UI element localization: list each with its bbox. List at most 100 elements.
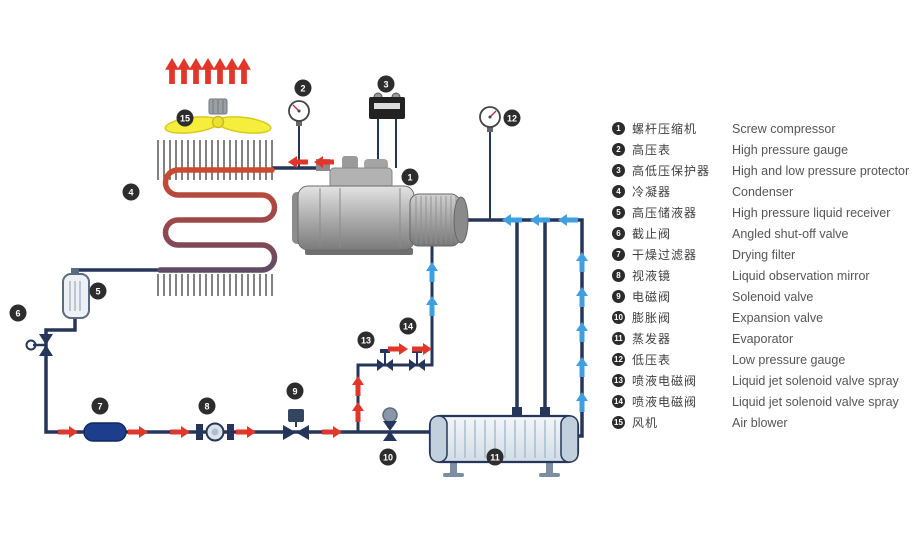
fan-blade-right xyxy=(216,116,272,134)
legend-badge: 13 xyxy=(612,374,625,387)
legend-label-zh: 高低压保护器 xyxy=(632,164,711,178)
low-pressure-gauge xyxy=(479,106,501,132)
legend-item: 3 高低压保护器 High and low pressure protector xyxy=(612,160,920,181)
svg-text:5: 5 xyxy=(95,287,100,297)
sight-glass xyxy=(196,422,234,442)
svg-text:14: 14 xyxy=(403,322,413,332)
legend-item: 8 视液镜 Liquid observation mirror xyxy=(612,265,920,286)
flow-arrow-icon xyxy=(352,376,364,396)
legend-label-en: Condenser xyxy=(732,184,794,199)
legend-label-zh: 膨胀阀 xyxy=(632,311,672,325)
shutoff-valve xyxy=(25,334,53,356)
legend-badge: 14 xyxy=(612,395,625,408)
legend-label-en: Solenoid valve xyxy=(732,289,814,304)
flow-arrow-icon xyxy=(225,58,239,84)
legend-label-en: Liquid jet solenoid valve spray xyxy=(732,394,899,409)
injection-valve-14 xyxy=(409,349,425,371)
suction-pipe xyxy=(455,218,584,438)
legend-label-en: Evaporator xyxy=(732,331,794,346)
legend-badge: 7 xyxy=(612,248,625,261)
diagram-badge-10: 10 xyxy=(379,448,397,466)
legend-label-en: High pressure gauge xyxy=(732,142,849,157)
legend-item: 12 低压表 Low pressure gauge xyxy=(612,349,920,370)
flow-arrow-icon xyxy=(58,426,78,438)
legend-badge: 15 xyxy=(612,416,625,429)
legend-badge: 3 xyxy=(612,164,625,177)
refrigeration-diagram: 1 2 3 4 5 6 7 8 9 10 11 12 13 14 15 xyxy=(9,58,588,477)
legend-label-zh: 冷凝器 xyxy=(632,185,672,199)
svg-text:1: 1 xyxy=(407,173,412,183)
flow-arrow-icon xyxy=(412,343,432,355)
flow-arrow-icon xyxy=(576,287,588,307)
drying-filter xyxy=(83,422,127,442)
legend-item: 1 螺杆压缩机 Screw compressor xyxy=(612,118,920,139)
legend-badge: 2 xyxy=(612,143,625,156)
condenser xyxy=(157,140,278,296)
legend-item: 11 蒸发器 Evaporator xyxy=(612,328,920,349)
svg-text:6: 6 xyxy=(15,309,20,319)
diagram-badge-4: 4 xyxy=(122,183,140,201)
flow-arrow-icon xyxy=(352,402,364,422)
flow-arrow-icon xyxy=(576,322,588,342)
legend-label-en: Angled shut-off valve xyxy=(732,226,849,241)
legend: 1 螺杆压缩机 Screw compressor 2 高压表 High pres… xyxy=(612,118,920,433)
diagram-badge-13: 13 xyxy=(357,331,375,349)
legend-label-en: Drying filter xyxy=(732,247,796,262)
legend-item: 13 喷液电磁阀 Liquid jet solenoid valve spray xyxy=(612,370,920,391)
pressure-protector xyxy=(369,92,405,119)
diagram-badge-12: 12 xyxy=(503,109,521,127)
legend-item: 2 高压表 High pressure gauge xyxy=(612,139,920,160)
legend-badge: 11 xyxy=(612,332,625,345)
legend-badge: 10 xyxy=(612,311,625,324)
svg-text:9: 9 xyxy=(292,387,297,397)
flow-arrow-icon xyxy=(576,252,588,272)
flow-arrow-icon xyxy=(170,426,190,438)
flow-arrow-icon xyxy=(237,58,251,84)
legend-item: 14 喷液电磁阀 Liquid jet solenoid valve spray xyxy=(612,391,920,412)
diagram-badge-11: 11 xyxy=(486,448,504,466)
screw-compressor xyxy=(292,156,469,255)
condenser-fins-top xyxy=(157,140,273,180)
svg-text:8: 8 xyxy=(204,402,209,412)
legend-label-en: High and low pressure protector xyxy=(732,163,910,178)
flow-arrow-icon xyxy=(530,214,550,226)
diagram-badge-1: 1 xyxy=(401,168,419,186)
svg-text:11: 11 xyxy=(490,453,500,463)
diagram-badge-14: 14 xyxy=(399,317,417,335)
hot-air-arrows xyxy=(165,58,251,84)
legend-badge: 8 xyxy=(612,269,625,282)
flow-arrow-icon xyxy=(213,58,227,84)
gauge-lines xyxy=(298,118,491,220)
svg-text:2: 2 xyxy=(300,84,305,94)
legend-item: 7 干燥过滤器 Drying filter xyxy=(612,244,920,265)
svg-text:4: 4 xyxy=(128,188,133,198)
condenser-fins-bottom xyxy=(157,274,273,296)
flow-arrow-icon xyxy=(426,296,438,316)
diagram-badge-9: 9 xyxy=(286,382,304,400)
legend-item: 6 截止阀 Angled shut-off valve xyxy=(612,223,920,244)
legend-label-en: High pressure liquid receiver xyxy=(732,205,891,220)
legend-label-zh: 喷液电磁阀 xyxy=(632,395,698,409)
legend-item: 9 电磁阀 Solenoid valve xyxy=(612,286,920,307)
svg-text:10: 10 xyxy=(383,453,393,463)
legend-label-zh: 低压表 xyxy=(632,353,672,367)
legend-item: 5 高压储液器 High pressure liquid receiver xyxy=(612,202,920,223)
legend-item: 10 膨胀阀 Expansion valve xyxy=(612,307,920,328)
fan-hub xyxy=(211,115,225,129)
legend-label-zh: 截止阀 xyxy=(632,227,672,241)
legend-badge: 1 xyxy=(612,122,625,135)
diagram-badge-3: 3 xyxy=(377,75,395,93)
expansion-valve xyxy=(382,407,398,441)
legend-badge: 12 xyxy=(612,353,625,366)
evaporator xyxy=(428,407,580,477)
legend-label-en: Liquid observation mirror xyxy=(732,268,870,283)
flow-arrow-icon xyxy=(201,58,215,84)
condenser-coil xyxy=(157,167,278,273)
diagram-badge-2: 2 xyxy=(294,79,312,97)
liquid-receiver xyxy=(62,268,90,319)
high-pressure-gauge xyxy=(288,100,310,126)
legend-label-zh: 高压表 xyxy=(632,143,672,157)
piping xyxy=(44,118,584,438)
legend-label-en: Expansion valve xyxy=(732,310,824,325)
injection-valve-13 xyxy=(377,349,393,371)
